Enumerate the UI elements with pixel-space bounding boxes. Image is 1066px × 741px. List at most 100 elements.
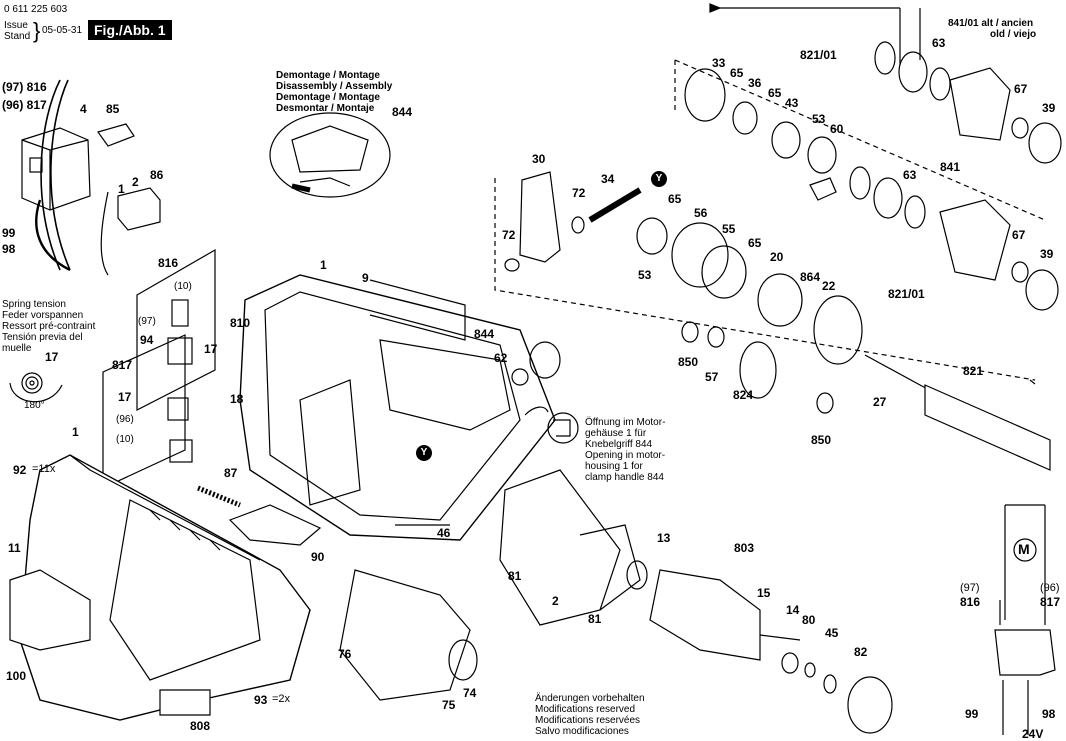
- part-label: 63: [932, 36, 946, 50]
- part-label: 53: [638, 268, 652, 282]
- issue-label: Issue: [4, 20, 28, 31]
- part-label: 76: [338, 647, 352, 661]
- motor-symbol: M: [1018, 541, 1030, 557]
- part-label: 62: [494, 351, 508, 365]
- part-label: 18: [230, 392, 244, 406]
- modifications-note-2: Modifications reserved: [535, 704, 636, 715]
- part-label: 22: [822, 279, 836, 293]
- part-label: 74: [463, 686, 477, 700]
- part-label: 841: [940, 160, 961, 174]
- part-label: (96): [1040, 582, 1060, 594]
- angle-note: 180°: [24, 400, 45, 411]
- part-label: 810: [230, 316, 251, 330]
- part-label: 844: [392, 105, 413, 119]
- part-label: 2: [132, 175, 139, 189]
- part-label: (97): [138, 316, 156, 327]
- part-label: 56: [694, 206, 708, 220]
- part-label: 9: [362, 271, 369, 285]
- part-label: 15: [757, 586, 771, 600]
- part-label: 821/01: [888, 287, 925, 301]
- badge-y-housing: Y: [416, 445, 432, 461]
- opening-note-1: Öffnung im Motor-: [585, 417, 666, 428]
- part-label: 4: [80, 102, 87, 116]
- voltage-label: 24V: [1022, 727, 1044, 741]
- part-label: 1: [320, 258, 327, 272]
- part-label: (96) 817: [2, 98, 47, 112]
- part-label: 808: [190, 719, 211, 733]
- spring-note-2: Feder vorspannen: [2, 310, 84, 321]
- qty-92: =11x: [32, 463, 56, 475]
- part-label: 27: [873, 395, 887, 409]
- part-label: 11: [8, 541, 21, 555]
- part-label: 1: [118, 182, 125, 196]
- spring-note-5: muelle: [2, 343, 32, 354]
- part-label: 17: [118, 390, 132, 404]
- part-label: 60: [830, 122, 844, 136]
- opening-note-2: gehäuse 1 für: [585, 428, 647, 439]
- part-label: 14: [786, 603, 800, 617]
- doc-number: 0 611 225 603: [4, 4, 68, 15]
- part-label: 33: [712, 56, 726, 70]
- part-label: 36: [748, 76, 762, 90]
- part-label: 20: [770, 250, 784, 264]
- stand-label: Stand: [4, 31, 31, 42]
- part-label: 82: [854, 645, 868, 659]
- opening-note-5: housing 1 for: [585, 461, 643, 472]
- part-label: 81: [588, 612, 602, 626]
- part-label: 43: [785, 96, 799, 110]
- part-label: 80: [802, 613, 816, 627]
- part-label: 850: [678, 355, 699, 369]
- part-label: 817: [112, 358, 133, 372]
- part-label: 844: [474, 327, 495, 341]
- part-label: 816: [158, 256, 179, 270]
- part-label: 86: [150, 168, 164, 182]
- part-label: 94: [140, 333, 154, 347]
- part-label: 39: [1040, 247, 1054, 261]
- part-label: 850: [811, 433, 832, 447]
- part-label: 57: [705, 370, 719, 384]
- qty-93: =2x: [272, 693, 291, 705]
- part-label: 99: [2, 226, 16, 240]
- opening-note-4: Opening in motor-: [585, 450, 666, 461]
- part-label: 65: [768, 86, 782, 100]
- part-label: 63: [903, 168, 917, 182]
- part-label: 65: [730, 66, 744, 80]
- part-label: 34: [601, 172, 615, 186]
- part-label: 99: [965, 707, 979, 721]
- part-label: 821/01: [800, 48, 837, 62]
- part-label: 92: [13, 463, 27, 477]
- part-label: 72: [572, 186, 586, 200]
- part-label: 824: [733, 388, 754, 402]
- part-label: (10): [174, 281, 192, 292]
- spring-note-3: Ressort pré-contraint: [2, 321, 96, 332]
- modifications-note-1: Änderungen vorbehalten: [535, 693, 645, 704]
- part-label: 46: [437, 526, 451, 540]
- modifications-note-4: Salvo modificaciones: [535, 726, 629, 737]
- part-label: 65: [748, 236, 762, 250]
- old-note-2: old / viejo: [990, 29, 1037, 40]
- part-label: 93: [254, 693, 268, 707]
- opening-note-6: clamp handle 844: [585, 472, 664, 483]
- part-label: 90: [311, 550, 325, 564]
- part-label: 816: [960, 595, 981, 609]
- brace: }: [33, 18, 41, 43]
- part-label: 39: [1042, 101, 1056, 115]
- part-label: 2: [552, 594, 559, 608]
- part-label: 81: [508, 569, 522, 583]
- part-label: 55: [722, 222, 736, 236]
- part-label: 100: [6, 669, 27, 683]
- part-label: (96): [116, 414, 134, 425]
- figure-label: Fig./Abb. 1: [88, 20, 172, 40]
- part-label: 75: [442, 698, 456, 712]
- assembly-note-1: Demontage / Montage: [276, 70, 380, 81]
- part-label: 85: [106, 102, 120, 116]
- opening-note-3: Knebelgriff 844: [585, 439, 653, 450]
- assembly-note-4: Desmontar / Montaje: [276, 103, 375, 114]
- part-label: 17: [45, 350, 59, 364]
- spring-note-1: Spring tension: [2, 299, 66, 310]
- part-label: (10): [116, 434, 134, 445]
- part-label: 821: [963, 364, 984, 378]
- assembly-note-2: Disassembly / Assembly: [276, 81, 393, 92]
- assembly-note-3: Demontage / Montage: [276, 92, 380, 103]
